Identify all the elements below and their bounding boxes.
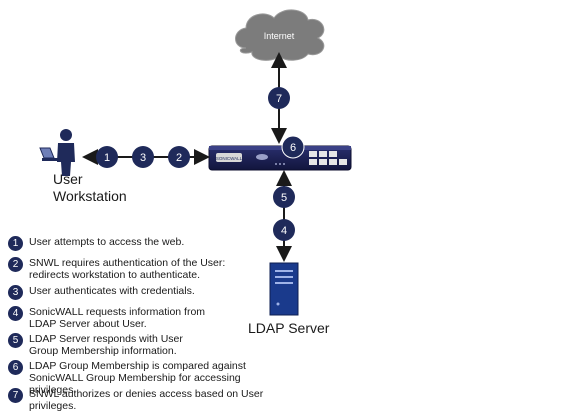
step-badge-6: 6 (281, 135, 305, 159)
svg-text:2: 2 (176, 152, 182, 164)
legend-item-2: 2 SNWL requires authentication of the Us… (8, 257, 244, 281)
legend-text: SonicWALL requests information from LDAP… (29, 306, 206, 330)
legend-text: User authenticates with credentials. (29, 285, 195, 297)
legend-text: LDAP Group Membership is compared agains… (29, 360, 246, 396)
svg-text:4: 4 (281, 225, 287, 237)
user-workstation-label-line1: User (53, 171, 83, 187)
ldap-server-icon (269, 262, 299, 316)
legend-text: User attempts to access the web. (29, 236, 185, 248)
internet-label: Internet (264, 31, 295, 41)
legend-number-badge: 7 (8, 388, 23, 403)
step-badge-2: 2 (168, 146, 190, 168)
firewall-brand-label: SONICWALL (216, 156, 243, 161)
legend-text: SNWL requires authentication of the User… (29, 257, 226, 281)
legend-text: SNWL authorizes or denies access based o… (29, 388, 264, 412)
legend-item-1: 1 User attempts to access the web. (8, 236, 309, 251)
legend-item-6: 6 LDAP Group Membership is compared agai… (8, 360, 289, 396)
step-badge-4: 4 (273, 219, 295, 241)
svg-text:5: 5 (281, 192, 287, 204)
legend-number-badge: 1 (8, 236, 23, 251)
legend-item-3: 3 User authenticates with credentials. (8, 285, 309, 300)
svg-text:3: 3 (140, 152, 146, 164)
legend-number-badge: 5 (8, 333, 23, 348)
legend-item-4: 4 SonicWALL requests information from LD… (8, 306, 229, 330)
step-badge-7: 7 (268, 87, 290, 109)
legend-item-5: 5 LDAP Server responds with User Group M… (8, 333, 209, 357)
legend-text: LDAP Server responds with User Group Mem… (29, 333, 183, 357)
legend-number-badge: 2 (8, 257, 23, 272)
ldap-server-label: LDAP Server (248, 320, 330, 336)
legend-number-badge: 3 (8, 285, 23, 300)
step-badge-1: 1 (96, 146, 118, 168)
user-workstation-icon (39, 129, 75, 176)
user-workstation-label-line2: Workstation (53, 188, 127, 204)
svg-text:6: 6 (290, 142, 296, 154)
step-badge-3: 3 (132, 146, 154, 168)
step-badge-5: 5 (273, 186, 295, 208)
svg-text:7: 7 (276, 93, 282, 105)
legend-number-badge: 6 (8, 360, 23, 375)
firewall-appliance-icon: SONICWALL (208, 145, 352, 171)
legend-item-7: 7 SNWL authorizes or denies access based… (8, 388, 309, 412)
user-workstation-label: User Workstation (53, 171, 127, 205)
svg-text:1: 1 (104, 152, 110, 164)
internet-cloud-icon: Internet (235, 9, 325, 61)
legend-number-badge: 4 (8, 306, 23, 321)
